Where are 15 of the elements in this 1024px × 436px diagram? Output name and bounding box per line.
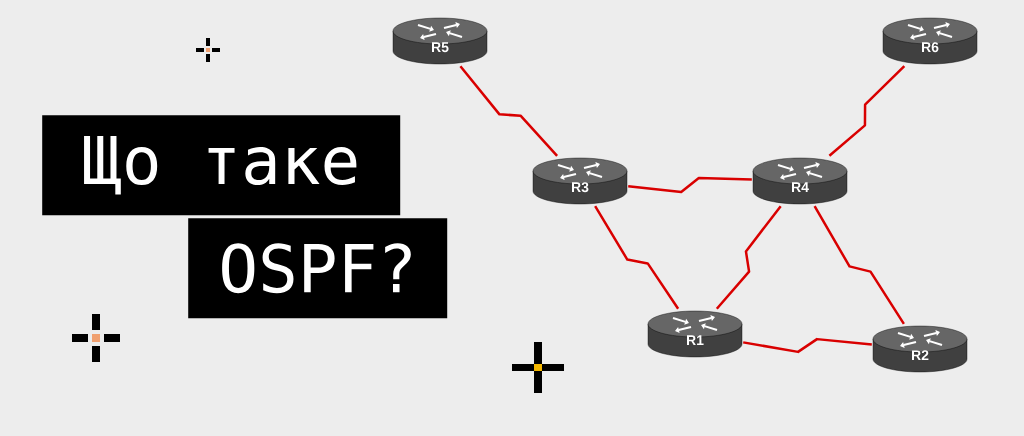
serial-link — [628, 176, 752, 194]
router-label: R4 — [792, 182, 809, 192]
title-band: OSPF? — [188, 218, 448, 319]
router-label: R3 — [572, 182, 589, 193]
router-label: R5 — [432, 42, 449, 53]
title-band: Що таке — [42, 115, 401, 216]
router-label: R2 — [912, 350, 929, 360]
serial-link — [715, 205, 782, 310]
serial-link — [594, 205, 680, 310]
serial-link — [459, 65, 559, 157]
serial-link — [828, 65, 906, 157]
router-label: R6 — [922, 42, 939, 53]
router-label: R1 — [687, 335, 704, 345]
serial-link — [813, 205, 905, 325]
serial-link — [743, 337, 872, 354]
